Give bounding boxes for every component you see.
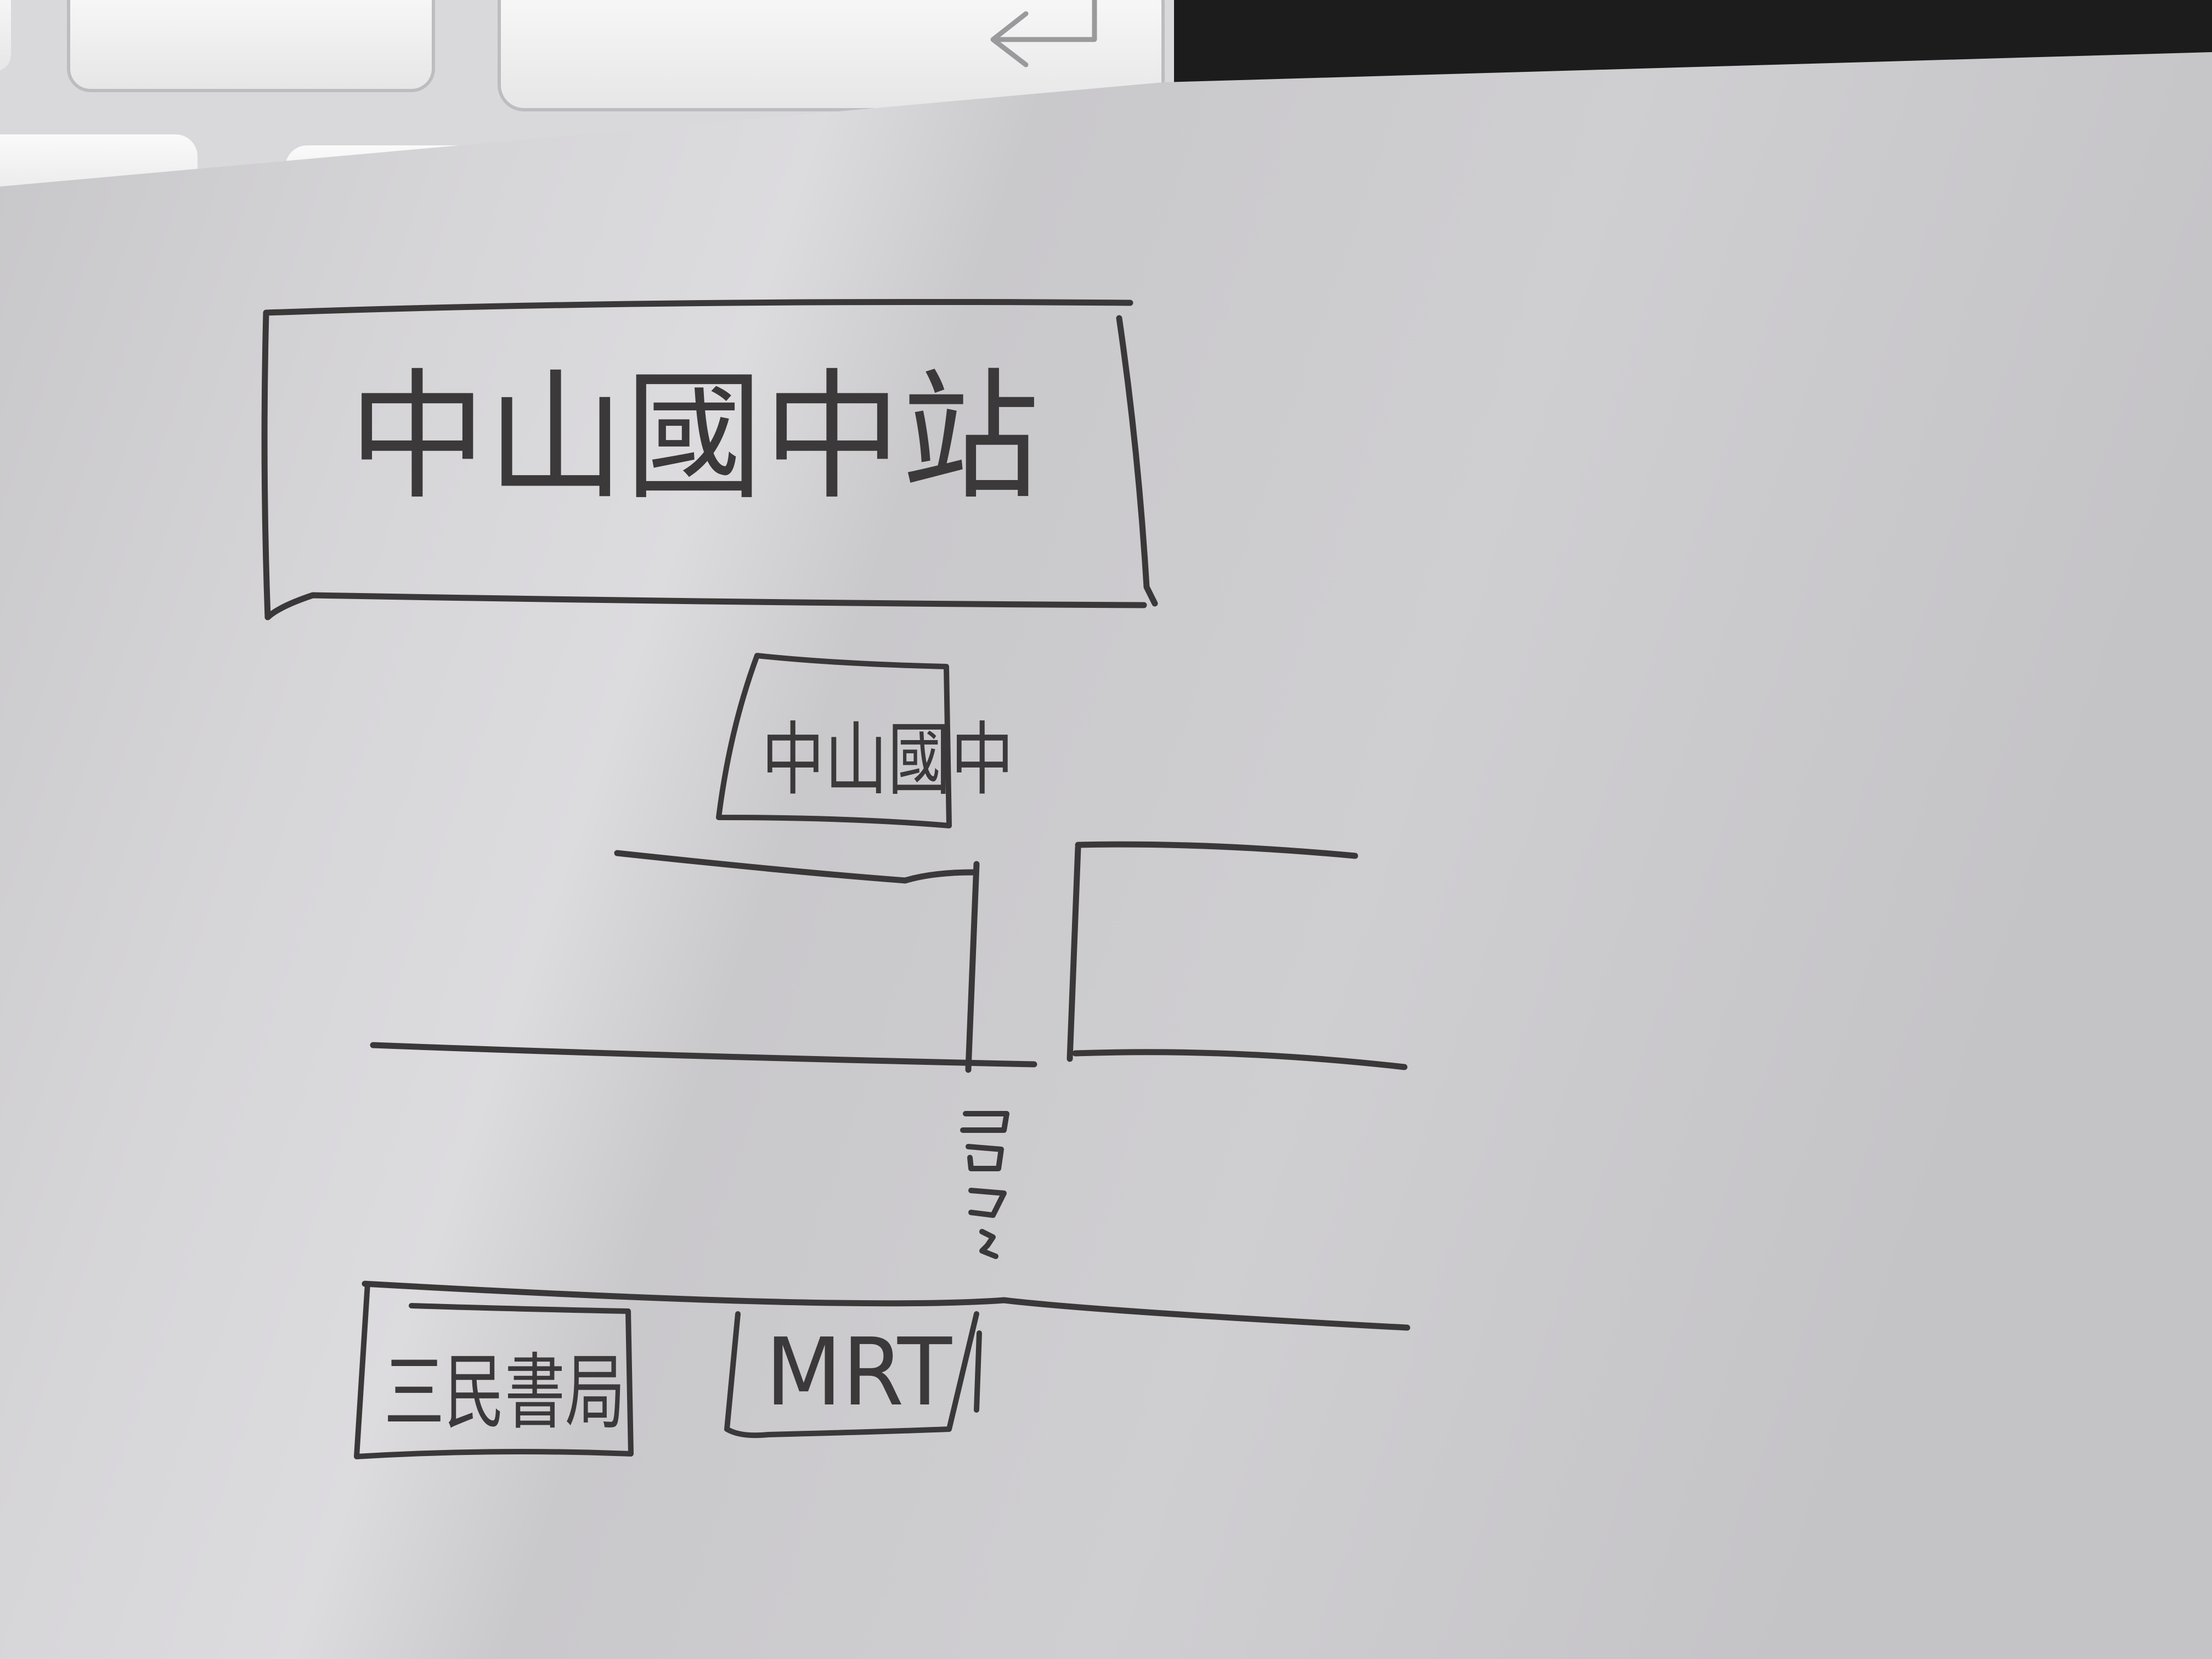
keyboard-key — [67, 0, 435, 92]
station-sign: 中山國中站 — [261, 298, 1158, 620]
keyboard-key-return — [498, 0, 1165, 111]
walking-path — [960, 1111, 1009, 1259]
station-sign-label: 中山國中站 — [348, 356, 1040, 519]
keyboard-key — [0, 0, 11, 71]
school-label: 中山國中 — [761, 714, 1014, 806]
bookstore-label: 三民書局 — [384, 1345, 625, 1441]
street-lines — [362, 841, 1410, 1331]
school-sign: 中山國中 — [716, 653, 1014, 828]
paper-sheet — [0, 52, 2212, 1659]
bookstore-box: 三民書局 — [354, 1281, 634, 1459]
return-arrow-icon — [990, 0, 1097, 67]
mrt-label: MRT — [765, 1318, 952, 1427]
mrt-box: MRT — [724, 1311, 982, 1438]
